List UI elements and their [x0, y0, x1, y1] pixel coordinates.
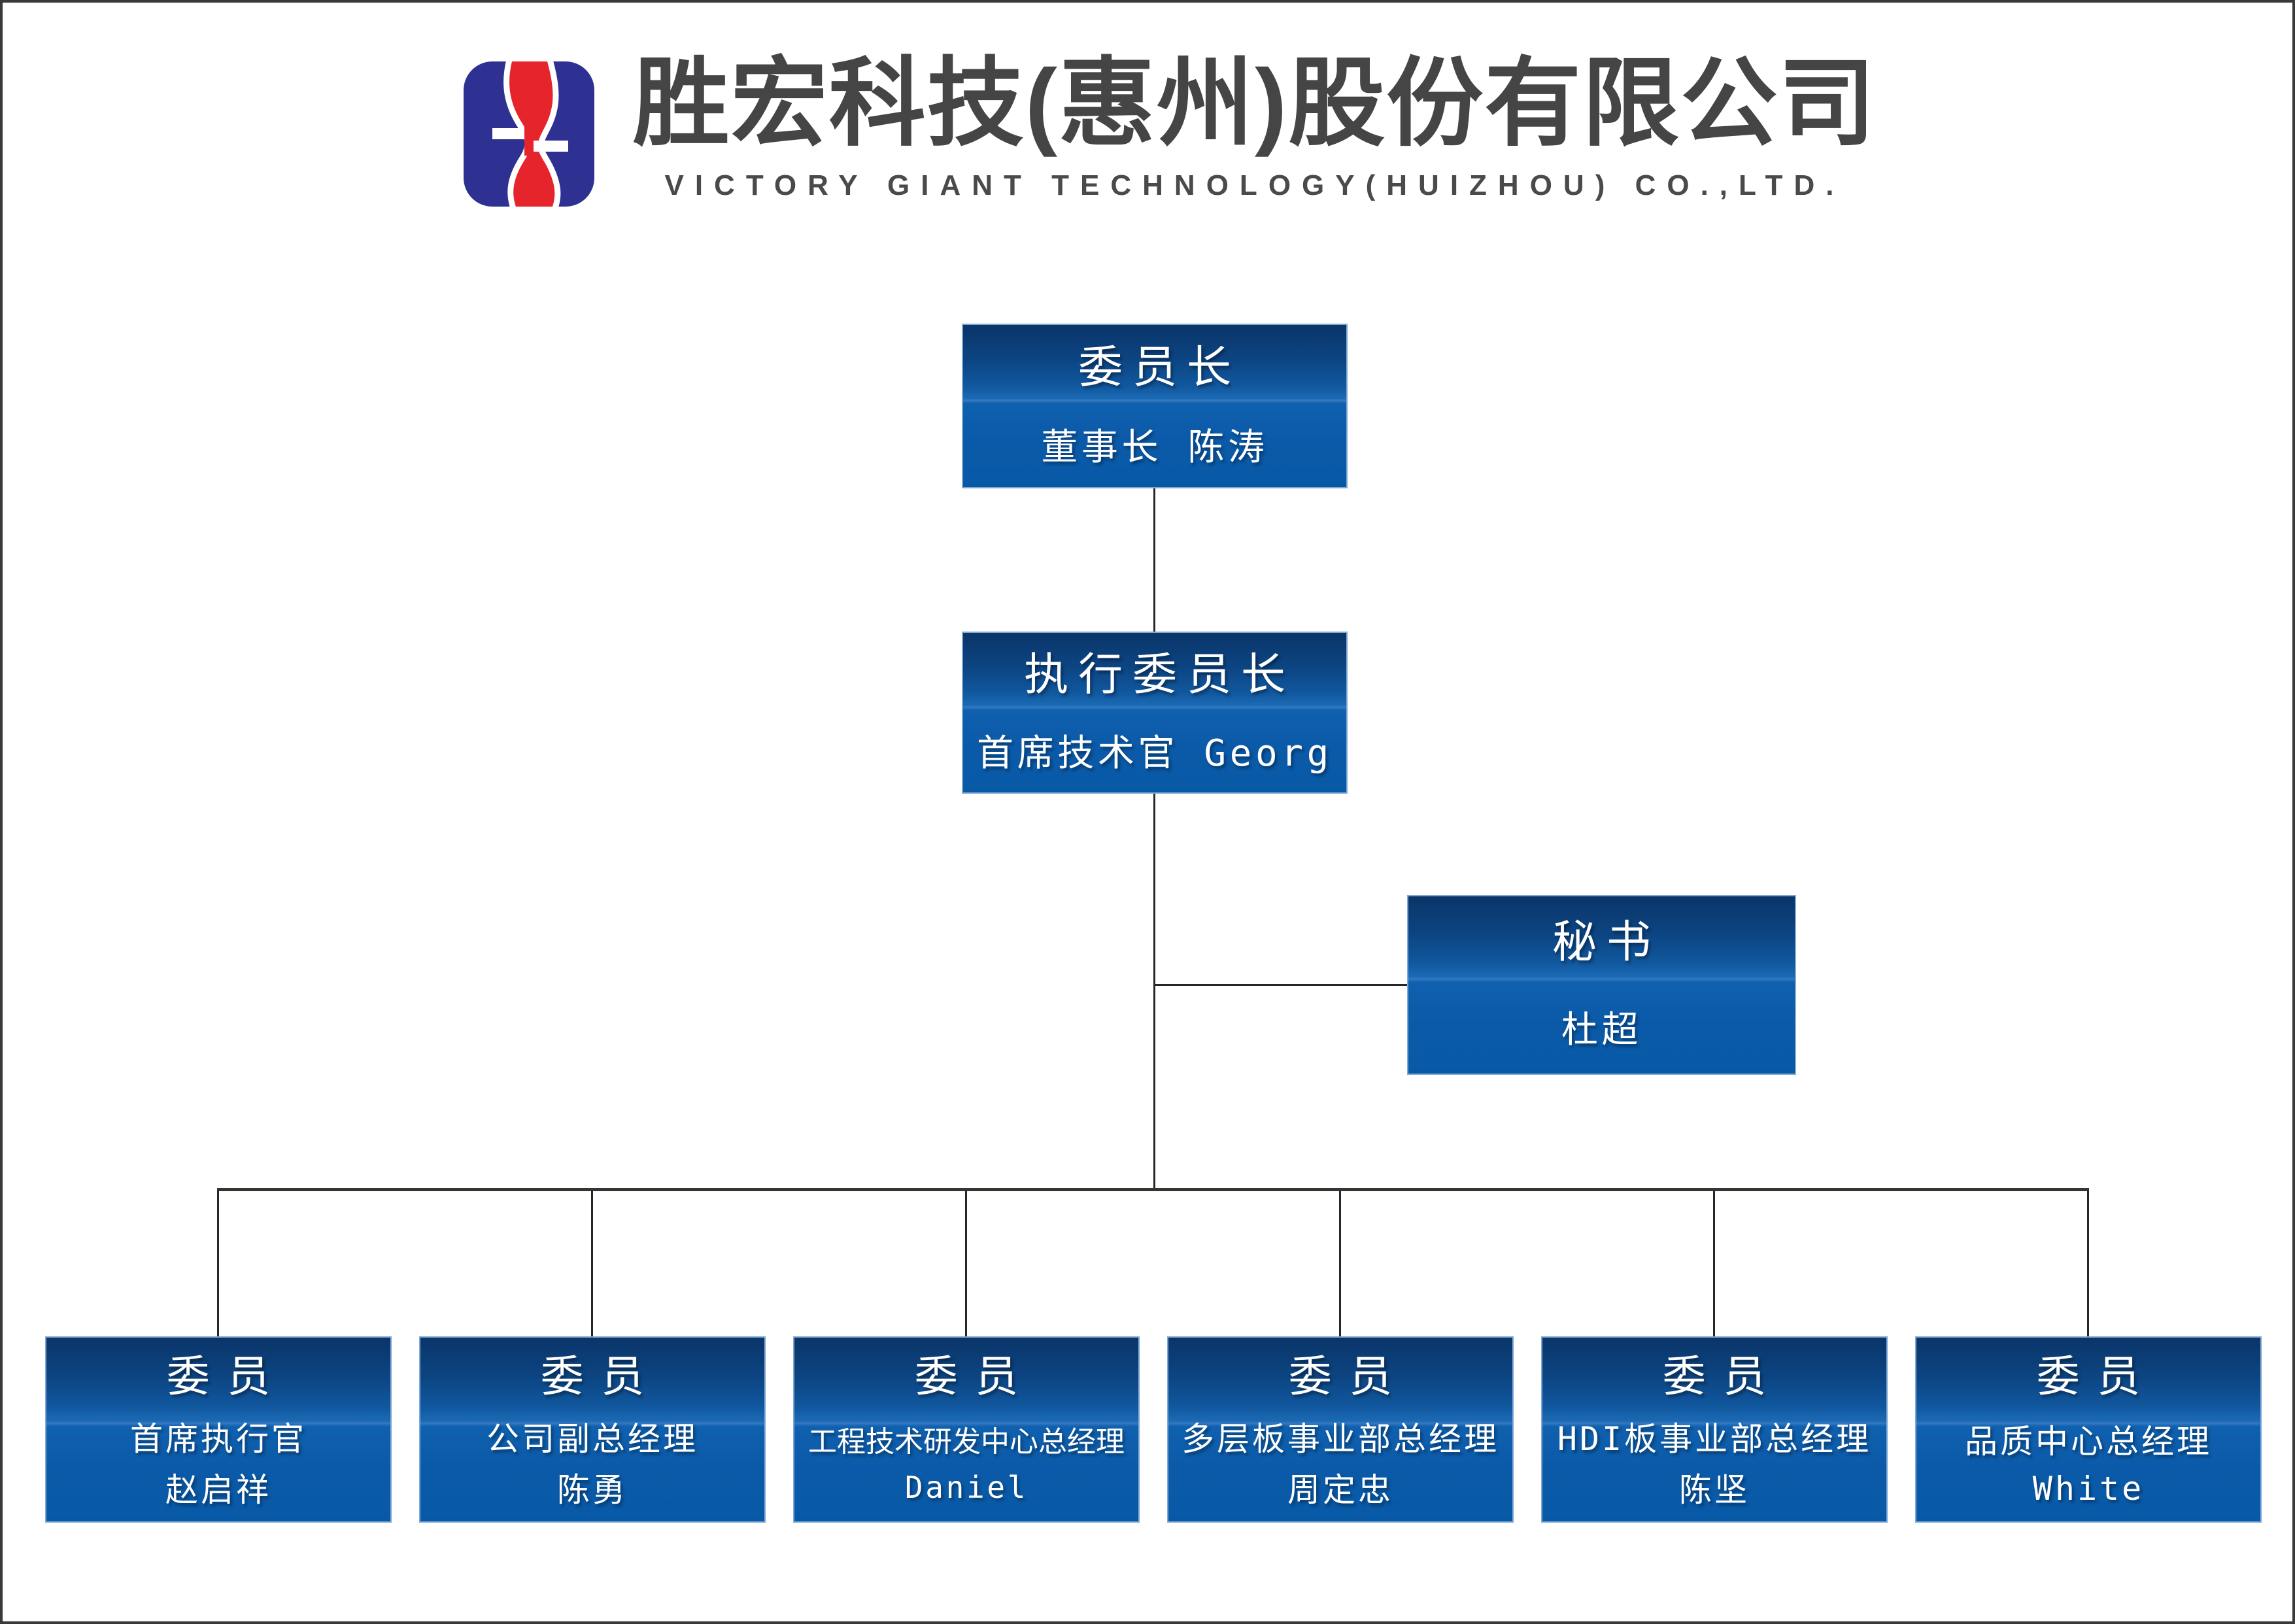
node-title: 执行委员长: [1024, 649, 1295, 700]
org-node-member-5: 委员 HDI板事业部总经理 陈坚: [1541, 1336, 1888, 1523]
node-subtitle: 工程技术研发中心总经理: [808, 1425, 1125, 1459]
company-logo-icon: [464, 61, 594, 207]
node-subtitle: 董事长 陈涛: [1041, 426, 1268, 469]
org-node-member-3: 委员 工程技术研发中心总经理 Daniel: [793, 1336, 1140, 1523]
node-title: 委员: [1662, 1352, 1784, 1401]
node-title: 委员: [166, 1352, 288, 1401]
connector-chairman-exec: [1153, 488, 1155, 632]
node-subtitle: 公司副总经理: [486, 1419, 698, 1458]
node-subtitle: HDI板事业部总经理: [1557, 1419, 1872, 1458]
org-node-chairman: 委员长 董事长 陈涛: [962, 324, 1348, 488]
node-title: 委员长: [1078, 342, 1241, 392]
connector-drop-member6: [2087, 1191, 2089, 1338]
org-node-member-4: 委员 多层板事业部总经理 周定忠: [1167, 1336, 1514, 1523]
node-person-name: 周定忠: [1287, 1470, 1393, 1509]
connector-secretary-branch: [1154, 984, 1407, 986]
org-node-exec-chairman: 执行委员长 首席技术官 Georg: [962, 632, 1348, 794]
company-name-en: VICTORY GIANT TECHNOLOGY(HUIZHOU) CO.,LT…: [664, 169, 1845, 201]
org-node-secretary: 秘书 杜超: [1407, 895, 1796, 1075]
node-title: 秘书: [1552, 917, 1661, 968]
connector-drop-member2: [591, 1191, 593, 1338]
node-title: 委员: [2036, 1352, 2158, 1401]
connector-drop-member4: [1339, 1191, 1341, 1338]
connector-drop-member5: [1713, 1191, 1715, 1338]
org-node-member-2: 委员 公司副总经理 陈勇: [419, 1336, 766, 1523]
node-subtitle: 品质中心总经理: [1965, 1423, 2212, 1461]
node-title: 委员: [914, 1352, 1036, 1401]
connector-exec-distribution: [1153, 794, 1155, 1190]
node-person-name: 赵启祥: [165, 1470, 271, 1509]
connector-distribution-line: [217, 1188, 2089, 1191]
node-person-name: 陈勇: [557, 1470, 628, 1509]
org-node-member-6: 委员 品质中心总经理 White: [1915, 1336, 2262, 1523]
company-name-zh: 胜宏科技(惠州)股份有限公司: [632, 50, 1877, 158]
node-title: 委员: [540, 1352, 662, 1401]
node-title: 委员: [1288, 1352, 1410, 1401]
node-subtitle: 首席技术官 Georg: [977, 732, 1333, 775]
connector-drop-member1: [217, 1191, 219, 1338]
node-person-name: Daniel: [904, 1470, 1028, 1506]
node-person-name: White: [2032, 1470, 2145, 1508]
connector-drop-member3: [965, 1191, 967, 1338]
node-subtitle: 杜超: [1561, 1008, 1642, 1051]
node-subtitle: 首席执行官: [130, 1419, 307, 1458]
node-person-name: 陈坚: [1679, 1470, 1750, 1509]
org-node-member-1: 委员 首席执行官 赵启祥: [45, 1336, 392, 1523]
node-subtitle: 多层板事业部总经理: [1182, 1419, 1499, 1458]
